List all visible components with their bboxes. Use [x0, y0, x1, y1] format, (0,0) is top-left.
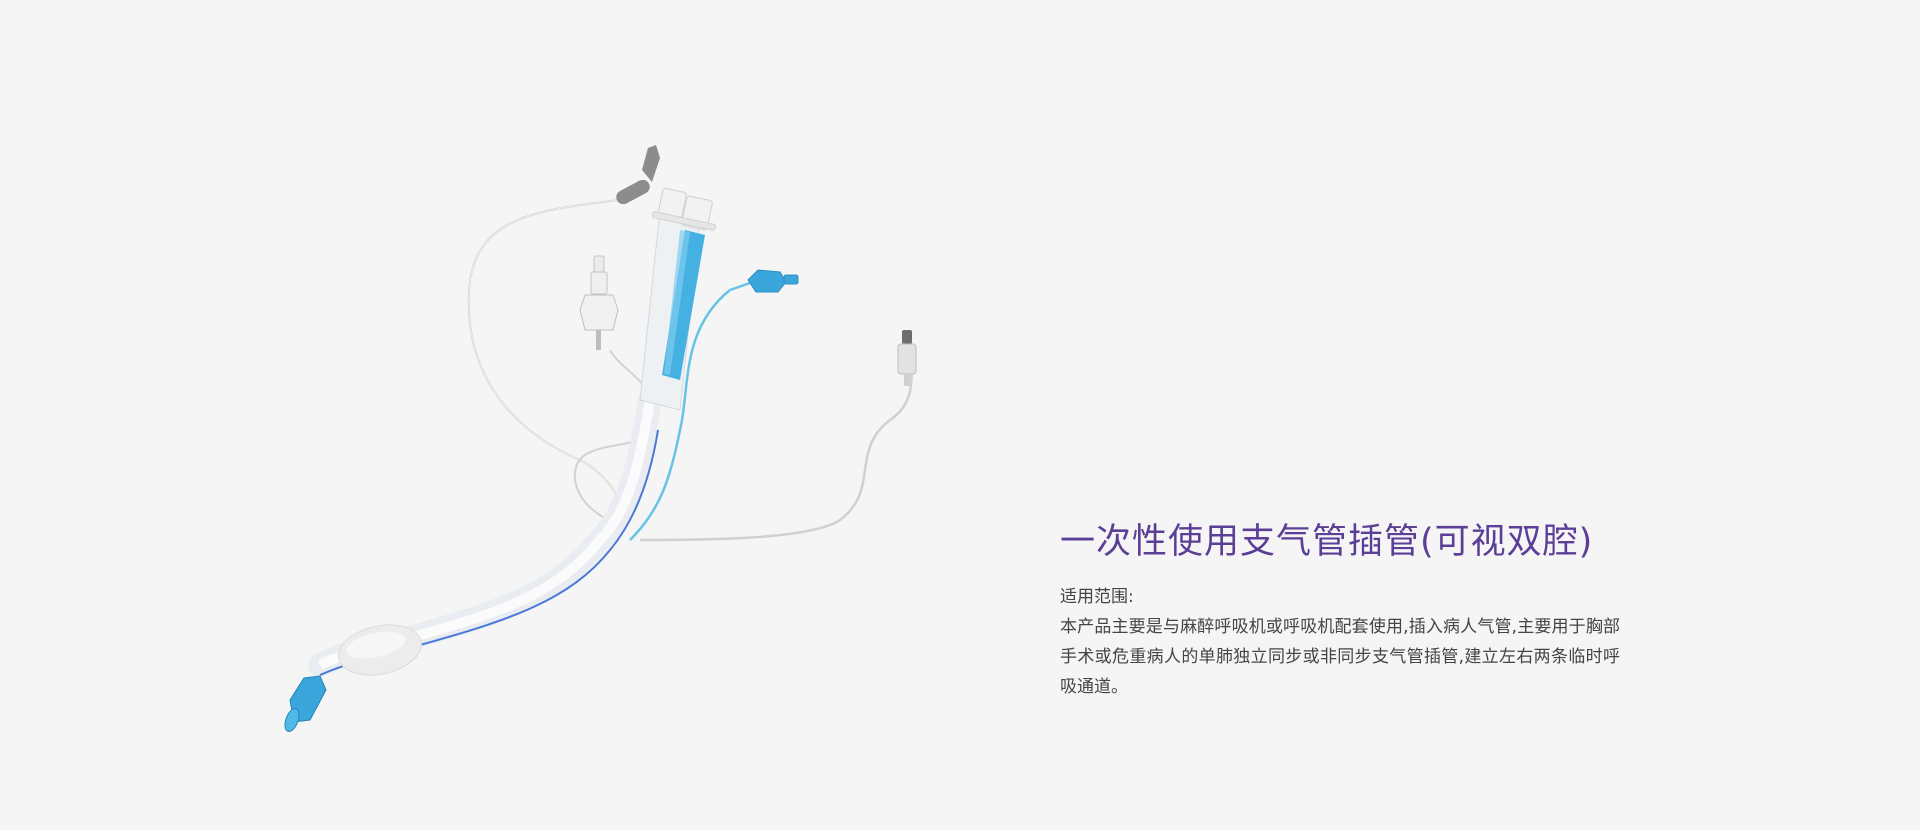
scope-label: 适用范围: — [1060, 587, 1134, 607]
scope-section: 适用范围: 本产品主要是与麻醉呼吸机或呼吸机配套使用,插入病人气管,主要用于胸部… — [1060, 582, 1640, 702]
pilot-balloon-connector — [573, 255, 657, 531]
camera-cable — [629, 269, 799, 541]
product-info-panel: 一次性使用支气管插管(可视双腔) 适用范围: 本产品主要是与麻醉呼吸机或呼吸机配… — [1060, 518, 1640, 702]
usb-cable — [639, 329, 917, 542]
usb-c-plug-icon — [897, 330, 917, 386]
scope-description: 本产品主要是与麻醉呼吸机或呼吸机配套使用,插入病人气管,主要用于胸部手术或危重病… — [1060, 617, 1620, 697]
product-title: 一次性使用支气管插管(可视双腔) — [1060, 522, 1594, 562]
blue-connector-icon — [747, 269, 799, 293]
gray-valve-cap-icon — [616, 145, 660, 205]
pilot-balloon-line — [467, 145, 660, 531]
product-image — [280, 130, 1000, 750]
main-tube — [308, 187, 717, 677]
blue-tip-icon — [284, 675, 327, 732]
